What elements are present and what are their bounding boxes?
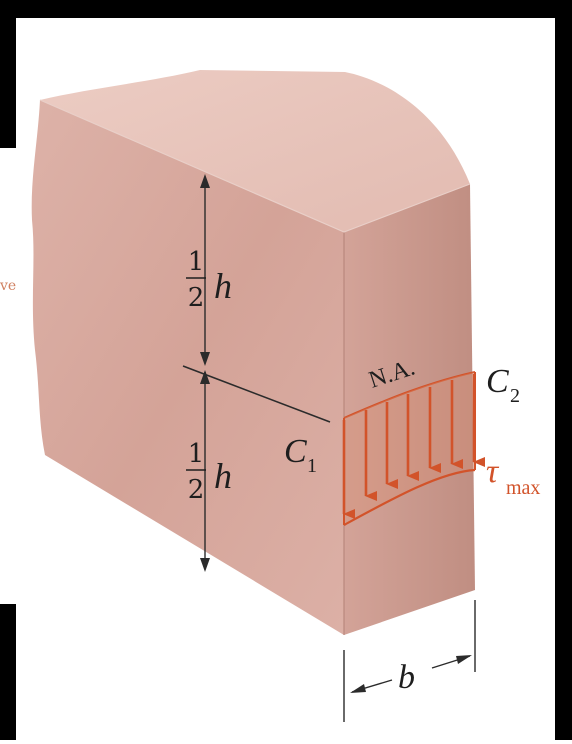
dark-band-left-lower	[0, 604, 16, 740]
dark-band-top	[0, 0, 572, 18]
block-top-face	[40, 70, 470, 232]
c2-letter: C	[486, 363, 509, 400]
upper-half-top-arrowhead	[200, 174, 210, 188]
upper-half-denominator: 2	[188, 283, 205, 313]
upper-half-numerator: 1	[188, 247, 205, 277]
upper-half-h-symbol: h	[214, 266, 232, 306]
width-arrowhead-left	[350, 684, 366, 693]
lower-half-h-label: 1 2 h	[186, 439, 232, 505]
stress-parabola-curve	[343, 468, 476, 526]
block-side-face	[344, 184, 475, 635]
lower-half-top-arrowhead	[200, 370, 210, 384]
lower-half-numerator: 1	[188, 439, 205, 469]
tau-max-label: τ max	[486, 453, 540, 499]
dark-band-right	[555, 0, 572, 740]
width-arrowhead-right	[456, 655, 472, 664]
lower-half-denominator: 2	[188, 475, 205, 505]
c1-label: C 1	[284, 433, 317, 477]
neutral-axis-line	[182, 365, 331, 423]
shear-stress-distribution	[342, 372, 485, 526]
c2-label: C 2	[486, 363, 520, 407]
tau-symbol: τ	[486, 453, 500, 490]
width-b-label: b	[398, 659, 415, 696]
lower-half-h-symbol: h	[214, 456, 232, 496]
c2-subscript: 2	[510, 385, 520, 407]
block-top-edge	[39, 99, 471, 233]
upper-half-h-label: 1 2 h	[186, 247, 232, 313]
upper-half-bottom-arrowhead	[200, 352, 210, 366]
stress-region-fill	[344, 372, 475, 525]
c1-letter: C	[284, 433, 307, 470]
c1-subscript: 1	[307, 455, 317, 477]
tau-subscript: max	[506, 477, 540, 499]
dark-band-left-upper	[0, 0, 16, 148]
left-edge-text-fragment: ve	[0, 278, 16, 294]
width-dimension: b	[343, 600, 476, 722]
neutral-axis-side	[343, 371, 476, 419]
lower-half-bottom-arrowhead	[200, 558, 210, 572]
